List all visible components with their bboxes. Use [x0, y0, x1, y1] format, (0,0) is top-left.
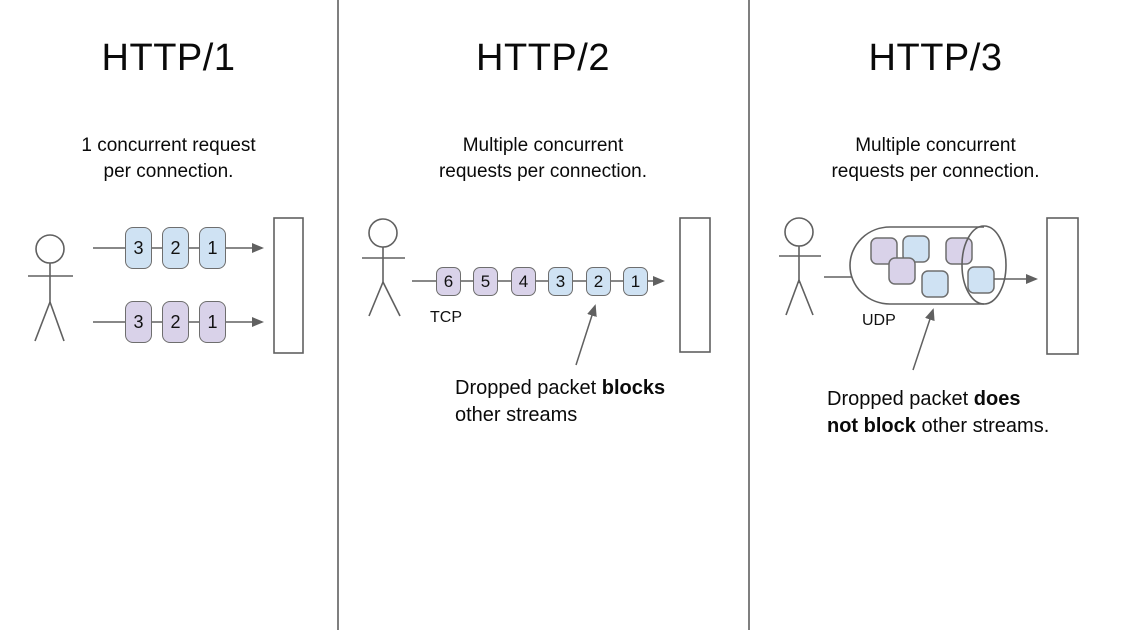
- caption-text: other streams: [455, 404, 578, 426]
- person-head-icon: [784, 217, 814, 247]
- tcp-label: TCP: [430, 309, 462, 326]
- person-head-icon: [368, 218, 398, 248]
- person-head-icon: [35, 234, 65, 264]
- http1-server-box: [273, 217, 304, 354]
- packet-box-purple: [945, 237, 973, 265]
- http3-tunnel-end-ellipse: [961, 225, 1007, 305]
- request-box-label: 3: [555, 271, 566, 291]
- request-box: 1: [623, 267, 648, 296]
- request-box-label: 6: [443, 271, 454, 291]
- packet-box-purple: [870, 237, 898, 265]
- request-box-label: 1: [207, 237, 218, 258]
- caption-text: other streams.: [915, 415, 1050, 437]
- caption-text: Dropped packet: [455, 377, 602, 399]
- http3-dropped-packet-arrow: [912, 308, 935, 371]
- request-box: 2: [162, 227, 189, 269]
- request-box-label: 2: [170, 237, 181, 258]
- request-box: 1: [199, 227, 226, 269]
- packet-box-blue: [902, 235, 930, 263]
- request-box-label: 3: [133, 237, 144, 258]
- request-box: 6: [436, 267, 461, 296]
- packet-box-purple: [888, 257, 916, 285]
- http1-subtitle: 1 concurrent request per connection.: [81, 135, 256, 182]
- caption-text: Dropped packet: [827, 388, 974, 410]
- http3-subtitle: Multiple concurrent requests per connect…: [831, 135, 1040, 182]
- packet-box-blue: [967, 266, 995, 294]
- request-box-label: 2: [170, 311, 181, 332]
- http1-client-stick-figure: [28, 234, 73, 342]
- http2-client-stick-figure: [362, 218, 405, 317]
- http3-udp-tunnel-cylinder: [849, 226, 984, 305]
- http2-dropped-packet-arrow: [575, 304, 597, 366]
- udp-label: UDP: [862, 312, 896, 329]
- http3-client-stick-figure: [779, 217, 821, 316]
- http3-title: HTTP/3: [868, 37, 1003, 79]
- http3-server-box: [1046, 217, 1079, 355]
- http1-title: HTTP/1: [101, 37, 236, 79]
- panel-divider-2: [748, 0, 750, 630]
- http3-packets: [870, 235, 973, 298]
- request-box: 3: [125, 227, 152, 269]
- panel-divider-1: [337, 0, 339, 630]
- caption-bold-text: not block: [827, 415, 916, 437]
- packet-box-blue: [921, 270, 949, 298]
- request-box-label: 3: [133, 311, 144, 332]
- request-box: 5: [473, 267, 498, 296]
- request-box: 3: [548, 267, 573, 296]
- request-box-label: 4: [518, 271, 529, 291]
- caption-bold-text: blocks: [601, 377, 666, 399]
- request-box-label: 2: [593, 271, 604, 291]
- http3-dropped-packet-caption: Dropped packet does not block other stre…: [827, 386, 1087, 440]
- request-box-label: 1: [630, 271, 641, 291]
- request-box: 2: [162, 301, 189, 343]
- request-box: 4: [511, 267, 536, 296]
- http2-server-box: [679, 217, 711, 353]
- http2-dropped-packet-caption: Dropped packet blocks other streams: [455, 375, 705, 429]
- caption-bold-text: does: [973, 388, 1021, 410]
- request-box: 1: [199, 301, 226, 343]
- request-box: 2: [586, 267, 611, 296]
- http2-title: HTTP/2: [476, 37, 610, 79]
- request-box-label: 5: [480, 271, 491, 291]
- request-box: 3: [125, 301, 152, 343]
- http2-subtitle: Multiple concurrent requests per connect…: [438, 135, 648, 182]
- request-box-label: 1: [207, 311, 218, 332]
